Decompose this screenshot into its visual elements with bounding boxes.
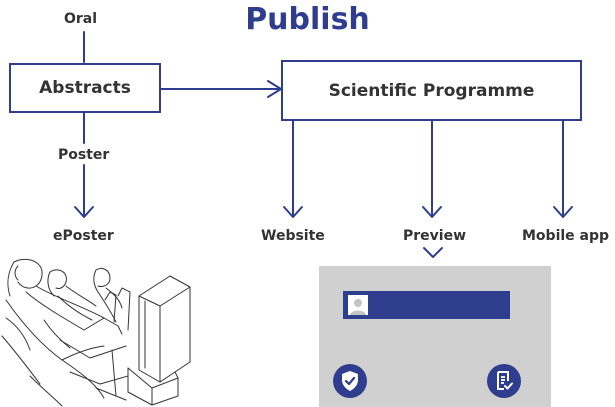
mobile-arrowhead	[553, 206, 573, 218]
shield-check-icon	[333, 364, 367, 398]
label-oral: Oral	[64, 11, 98, 27]
document-check-icon	[487, 364, 521, 398]
label-preview: Preview	[403, 228, 467, 244]
label-mobile-app: Mobile app	[522, 228, 610, 244]
node-scientific-programme: Scientific Programme	[281, 60, 582, 121]
website-arrowhead	[283, 206, 303, 218]
label-website: Website	[261, 228, 325, 244]
preview-header-bar	[343, 291, 510, 319]
node-abstracts: Abstracts	[9, 63, 161, 113]
user-avatar-icon	[348, 295, 368, 315]
eposter-arrowhead	[74, 206, 94, 218]
label-poster: Poster	[58, 147, 110, 163]
preview-arrowhead	[422, 206, 442, 218]
page-title: Publish	[245, 2, 370, 37]
preview-chevron	[423, 247, 443, 258]
label-eposter: ePoster	[53, 228, 114, 244]
